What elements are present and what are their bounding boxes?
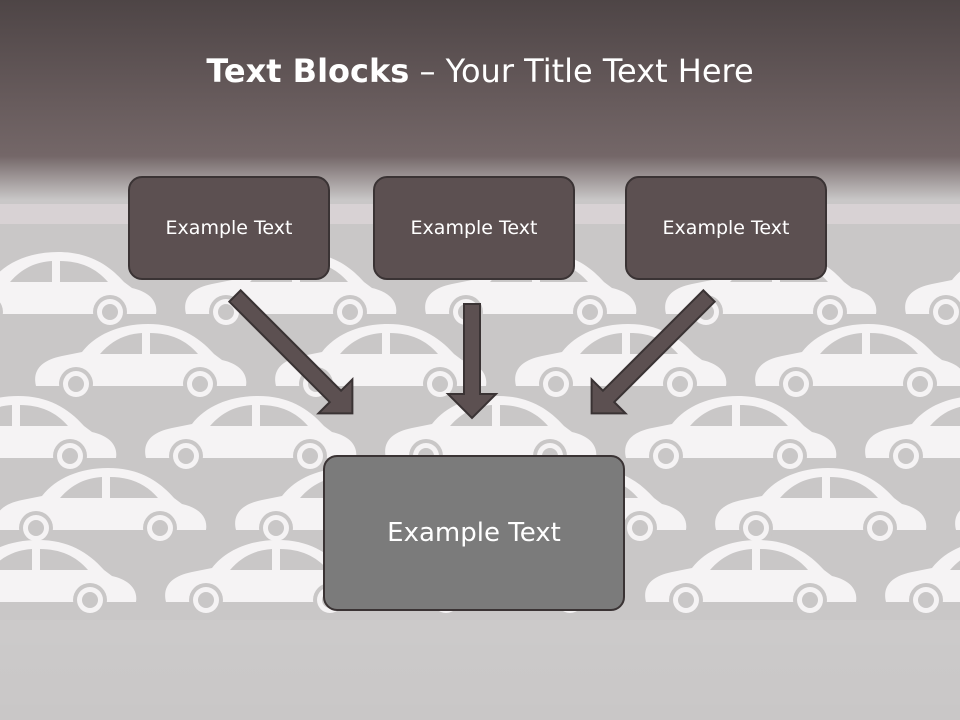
text-block-3-label: Example Text [662, 217, 790, 239]
main-text-block[interactable]: Example Text [323, 455, 625, 611]
text-block-2-label: Example Text [410, 217, 538, 239]
text-block-3[interactable]: Example Text [625, 176, 827, 280]
title-rest: Your Title Text Here [445, 52, 754, 90]
title-bold: Text Blocks [206, 52, 410, 90]
text-block-1-label: Example Text [165, 217, 293, 239]
main-text-block-label: Example Text [387, 518, 561, 548]
title-dash: – [409, 52, 446, 90]
slide-title: Text Blocks – Your Title Text Here [0, 52, 960, 90]
text-block-2[interactable]: Example Text [373, 176, 575, 280]
text-block-1[interactable]: Example Text [128, 176, 330, 280]
